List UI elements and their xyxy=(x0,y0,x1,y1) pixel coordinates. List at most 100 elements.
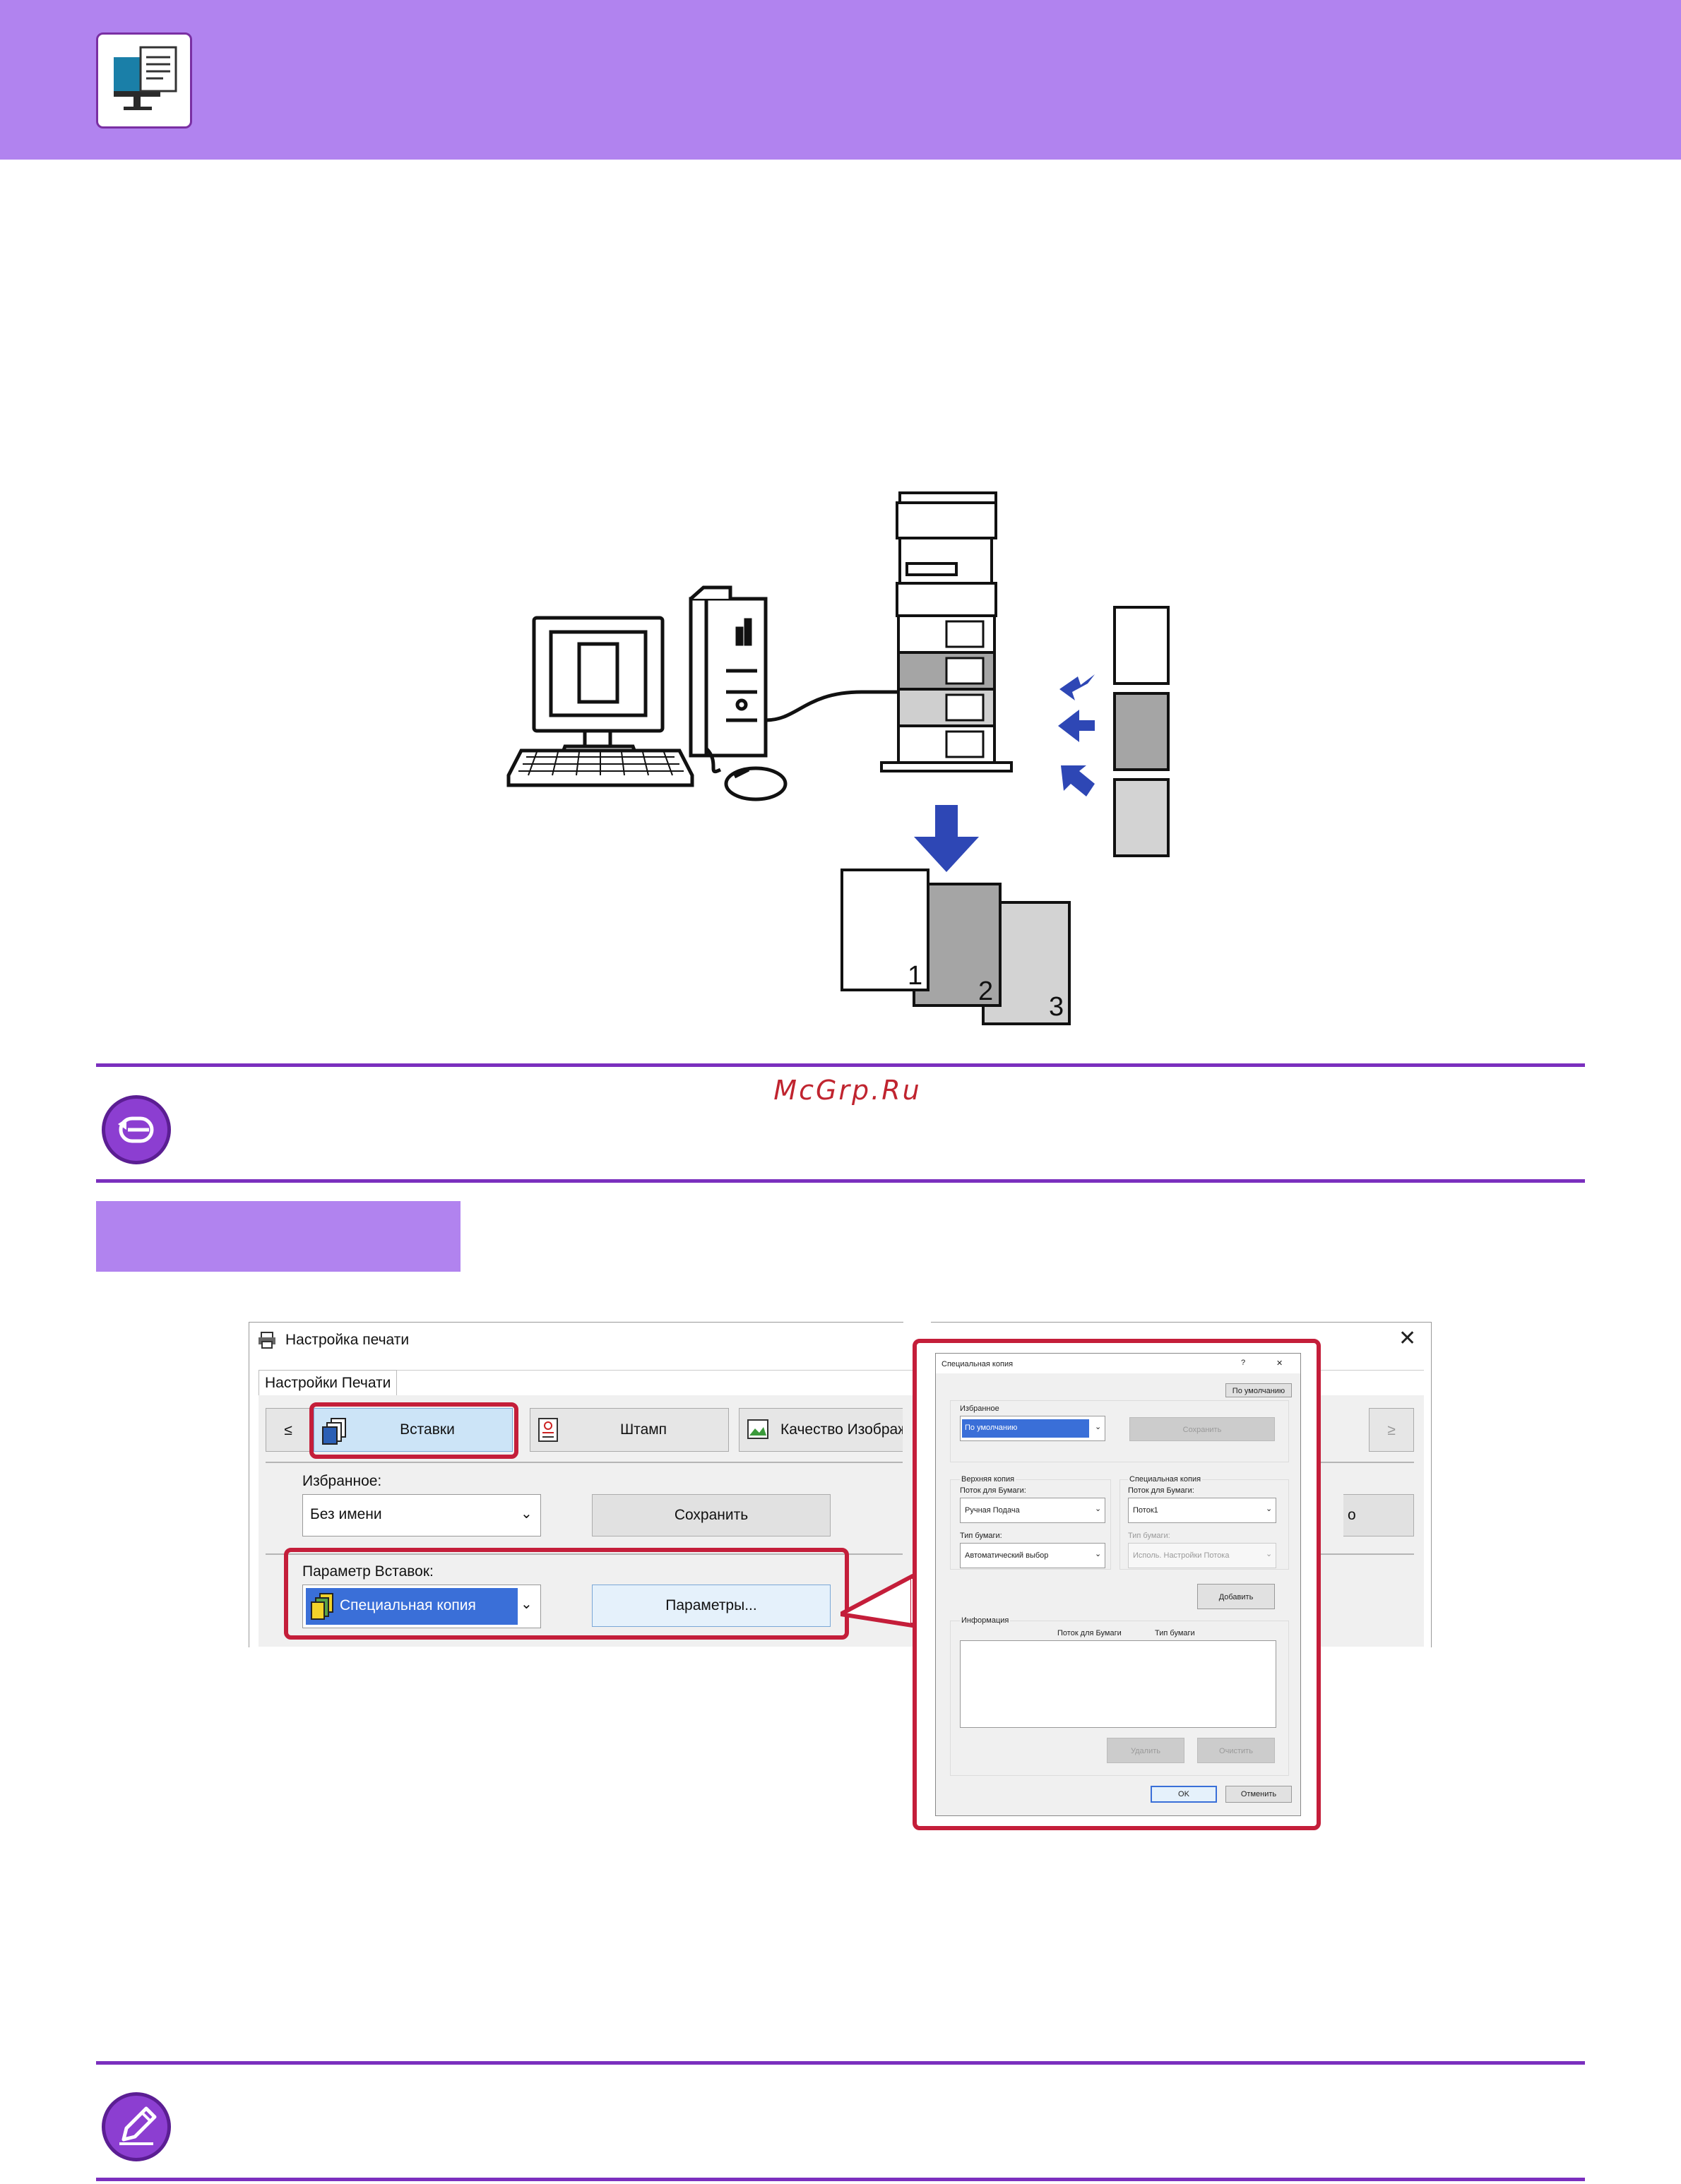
printer-icon xyxy=(257,1332,277,1349)
special-copy-group xyxy=(1119,1479,1289,1570)
dialog-favorites-select[interactable]: По умолчанию ⌄ xyxy=(960,1416,1105,1441)
front-tray-value: Ручная Подача xyxy=(965,1506,1020,1515)
insert-param-label: Параметр Вставок: xyxy=(302,1563,434,1580)
partial-right-button[interactable]: о xyxy=(1343,1494,1414,1536)
special-type-value: Исполь. Настройки Потока xyxy=(1133,1551,1230,1560)
sheet-dark-icon xyxy=(1113,692,1170,771)
note2-bottom-rule xyxy=(96,2178,1585,2181)
front-type-label: Тип бумаги: xyxy=(960,1532,1002,1540)
arrow-in-bottom-icon xyxy=(1061,765,1095,796)
printer-driver-icon xyxy=(96,32,192,129)
tab-print-settings[interactable]: Настройки Печати xyxy=(259,1370,397,1395)
chevron-down-icon: ⌄ xyxy=(1095,1505,1102,1513)
inserts-toolbar-button[interactable]: Вставки xyxy=(314,1408,513,1452)
dialog-favorites-value: По умолчанию xyxy=(965,1424,1018,1432)
dialog-save-button[interactable]: Сохранить xyxy=(1129,1417,1275,1441)
output-page-1 xyxy=(840,869,929,991)
note-top-rule xyxy=(96,1063,1585,1067)
info-col-type: Тип бумаги xyxy=(1155,1629,1195,1637)
arrow-in-top-icon xyxy=(1059,674,1095,700)
tab-strip-line xyxy=(259,1370,1424,1371)
insert-param-selection xyxy=(306,1588,518,1625)
special-copy-dialog: Специальная копия ? ✕ По умолчанию Избра… xyxy=(935,1353,1301,1816)
special-copy-icon xyxy=(311,1593,333,1620)
chevron-down-icon: ⌄ xyxy=(1095,1423,1102,1431)
computer-tower-icon xyxy=(689,585,768,758)
add-button[interactable]: Добавить xyxy=(1197,1584,1275,1609)
info-label: Информация xyxy=(960,1616,1011,1625)
front-type-value: Автоматический выбор xyxy=(965,1551,1049,1560)
clear-button[interactable]: Очистить xyxy=(1197,1738,1275,1763)
inserts-highlight-frame xyxy=(309,1402,518,1459)
page-number-3: 3 xyxy=(1049,992,1064,1022)
image-quality-icon xyxy=(747,1419,768,1439)
page-number-1: 1 xyxy=(908,961,923,991)
parameters-button[interactable]: Параметры... xyxy=(592,1585,831,1627)
stamp-toolbar-button[interactable]: Штамп xyxy=(530,1408,729,1452)
ok-button[interactable]: OK xyxy=(1151,1786,1217,1803)
note-bottom-rule xyxy=(96,1179,1585,1183)
special-copy-group-label: Специальная копия xyxy=(1128,1475,1203,1484)
section-heading-bar xyxy=(96,1201,461,1272)
favorites-value: Без имени xyxy=(310,1506,382,1522)
image-quality-button-label: Качество Изображе xyxy=(780,1421,903,1438)
arrow-down-icon xyxy=(914,805,979,872)
sheet-light-icon xyxy=(1113,778,1170,857)
insert-param-highlight-frame xyxy=(284,1548,849,1640)
image-quality-toolbar-button[interactable]: Качество Изображе xyxy=(739,1408,903,1452)
delete-button[interactable]: Удалить xyxy=(1107,1738,1184,1763)
sheet-white-icon xyxy=(1113,606,1170,685)
keyboard-icon xyxy=(506,748,694,787)
dialog-titlebar xyxy=(936,1354,1300,1373)
return-icon xyxy=(102,1095,171,1164)
info-group xyxy=(950,1621,1289,1776)
mfp-printer-icon xyxy=(880,491,1013,772)
dialog-title: Специальная копия xyxy=(942,1360,1014,1368)
save-favorites-button[interactable]: Сохранить xyxy=(592,1494,831,1536)
special-tray-label: Поток для Бумаги: xyxy=(1128,1486,1194,1495)
inserts-button-label: Вставки xyxy=(400,1421,455,1438)
help-icon[interactable]: ? xyxy=(1241,1359,1246,1367)
window-title: Настройка печати xyxy=(285,1332,410,1348)
chevron-down-icon: ⌄ xyxy=(1266,1505,1273,1513)
header-band xyxy=(0,0,1681,160)
dialog-favorites-label: Избранное xyxy=(960,1404,999,1413)
mouse-icon xyxy=(705,747,788,801)
special-type-select[interactable]: Исполь. Настройки Потока ⌄ xyxy=(1128,1543,1276,1568)
front-tray-select[interactable]: Ручная Подача ⌄ xyxy=(960,1498,1105,1523)
info-list[interactable] xyxy=(960,1640,1276,1728)
chevron-down-icon: ⌄ xyxy=(1095,1550,1102,1558)
favorites-select[interactable]: Без имени ⌄ xyxy=(302,1494,541,1536)
front-tray-label: Поток для Бумаги: xyxy=(960,1486,1026,1495)
nav-prev-button[interactable]: ≤ xyxy=(266,1408,311,1452)
stamp-icon xyxy=(538,1418,558,1442)
insert-param-value: Специальная копия xyxy=(340,1597,476,1613)
chevron-down-icon: ⌄ xyxy=(521,1506,533,1522)
info-col-tray: Поток для Бумаги xyxy=(1057,1629,1122,1637)
watermark: McGrp.Ru xyxy=(773,1075,922,1106)
front-copy-group xyxy=(950,1479,1111,1570)
computer-monitor-icon xyxy=(532,616,665,763)
dialog-close-icon[interactable]: ✕ xyxy=(1276,1359,1283,1368)
cancel-button[interactable]: Отменить xyxy=(1225,1786,1292,1803)
favorites-group xyxy=(950,1400,1289,1462)
special-tray-value: Поток1 xyxy=(1133,1506,1158,1515)
dialog-favorites-selection xyxy=(962,1419,1089,1438)
toolbar-separator xyxy=(266,1462,903,1463)
defaults-button[interactable]: По умолчанию xyxy=(1225,1383,1292,1397)
favorites-separator xyxy=(266,1553,903,1555)
insert-param-select[interactable]: Специальная копия ⌄ xyxy=(302,1585,541,1628)
nav-next-button[interactable]: ≥ xyxy=(1369,1408,1414,1452)
favorites-label: Избранное: xyxy=(302,1473,382,1489)
stamp-button-label: Штамп xyxy=(619,1421,667,1438)
special-tray-select[interactable]: Поток1 ⌄ xyxy=(1128,1498,1276,1523)
window-close-button[interactable]: ✕ xyxy=(1398,1327,1417,1350)
chevron-down-icon: ⌄ xyxy=(1266,1550,1273,1558)
front-copy-group-label: Верхняя копия xyxy=(960,1475,1016,1484)
inserts-icon xyxy=(322,1418,346,1445)
note2-top-rule xyxy=(96,2061,1585,2065)
tab-blank xyxy=(517,1373,547,1397)
pencil-icon xyxy=(102,2092,171,2161)
front-type-select[interactable]: Автоматический выбор ⌄ xyxy=(960,1543,1105,1568)
special-copy-callout: Специальная копия ? ✕ По умолчанию Избра… xyxy=(913,1339,1321,1830)
